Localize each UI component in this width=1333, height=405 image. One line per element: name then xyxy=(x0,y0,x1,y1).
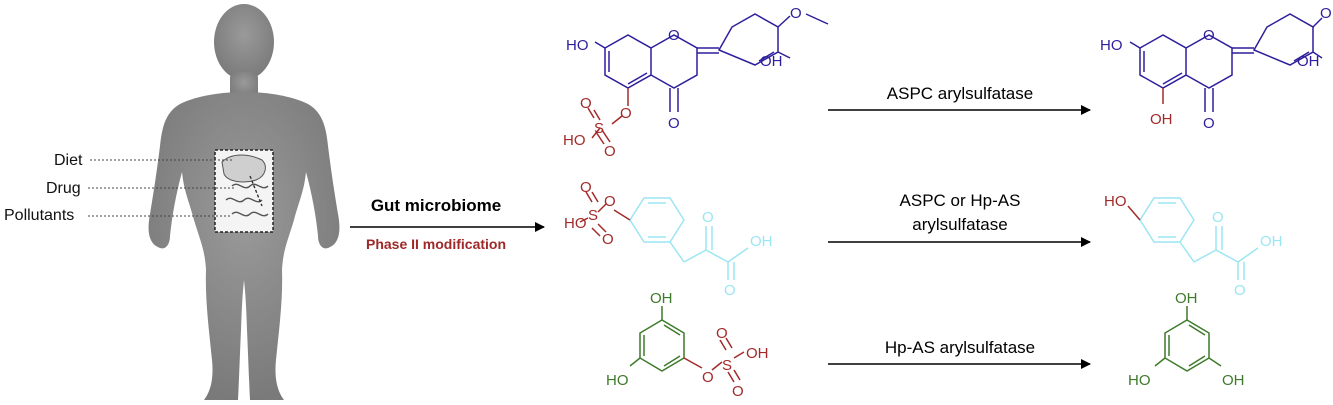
human-body-figure xyxy=(148,4,340,400)
svg-text:O: O xyxy=(702,369,714,386)
svg-text:O: O xyxy=(1203,27,1215,44)
molecule-sulfated-flavonoid-sulfate xyxy=(587,88,629,145)
molecule-1-atoms: HO O O O OH O S O O HO xyxy=(563,5,802,160)
molecule-2-product-atoms: HO O OH O xyxy=(1104,193,1283,299)
gut-microbiome-step: Gut microbiome Phase II modification xyxy=(350,196,545,252)
svg-text:O: O xyxy=(604,143,616,160)
enzyme-label-2a: ASPC or Hp-AS xyxy=(900,191,1021,210)
svg-text:OH: OH xyxy=(1222,372,1245,389)
svg-text:HO: HO xyxy=(566,37,589,54)
svg-text:OH: OH xyxy=(1260,233,1283,250)
molecule-sulfated-flavonoid xyxy=(594,13,829,112)
svg-text:OH: OH xyxy=(1175,290,1198,307)
svg-text:O: O xyxy=(620,105,632,122)
phase-ii-label: Phase II modification xyxy=(366,236,506,252)
svg-text:HO: HO xyxy=(606,372,629,389)
svg-text:O: O xyxy=(604,193,616,210)
svg-text:OH: OH xyxy=(760,53,783,70)
svg-text:OH: OH xyxy=(650,290,673,307)
molecule-phloroglucinol-product xyxy=(1154,306,1222,372)
label-diet: Diet xyxy=(54,152,83,169)
svg-text:O: O xyxy=(668,115,680,132)
svg-text:HO: HO xyxy=(564,215,587,232)
body-labels: Diet Drug Pollutants xyxy=(4,152,236,224)
molecule-1-product-atoms: HO O O O OH OH xyxy=(1100,5,1332,132)
svg-text:OH: OH xyxy=(1150,111,1173,128)
svg-text:O: O xyxy=(602,231,614,248)
gut-region-box xyxy=(214,149,274,233)
svg-text:O: O xyxy=(702,209,714,226)
svg-text:OH: OH xyxy=(746,345,769,362)
svg-text:S: S xyxy=(722,357,732,374)
molecule-3-product-atoms: OH HO OH xyxy=(1128,290,1245,389)
molecule-sulfated-phloroglucinol xyxy=(629,306,685,372)
svg-text:O: O xyxy=(580,95,592,112)
svg-text:O: O xyxy=(790,5,802,22)
molecule-flavonoid-product xyxy=(1129,13,1323,112)
svg-text:O: O xyxy=(1234,282,1246,299)
svg-text:O: O xyxy=(1320,5,1332,22)
molecule-sulfated-phenylpyruvate xyxy=(629,197,749,280)
molecule-2-sulfate xyxy=(579,191,631,237)
svg-text:OH: OH xyxy=(750,233,773,250)
svg-text:O: O xyxy=(580,179,592,196)
enzyme-label-1: ASPC arylsulfatase xyxy=(887,84,1033,103)
reaction-2: ASPC or Hp-AS arylsulfatase xyxy=(828,191,1091,247)
svg-text:S: S xyxy=(594,120,604,137)
svg-text:HO: HO xyxy=(563,132,586,149)
enzyme-label-3: Hp-AS arylsulfatase xyxy=(885,338,1035,357)
molecule-3-atoms: OH HO O S O O OH xyxy=(606,290,769,400)
molecule-3-sulfate xyxy=(683,337,745,383)
enzyme-label-2b: arylsulfatase xyxy=(912,215,1007,234)
svg-text:HO: HO xyxy=(1104,193,1127,210)
molecule-phenylpyruvate-product xyxy=(1139,197,1259,280)
svg-text:OH: OH xyxy=(1297,53,1320,70)
svg-text:O: O xyxy=(724,282,736,299)
svg-text:HO: HO xyxy=(1128,372,1151,389)
svg-text:O: O xyxy=(716,325,728,342)
reaction-1: ASPC arylsulfatase xyxy=(828,84,1091,115)
svg-text:O: O xyxy=(1203,115,1215,132)
molecule-2-atoms: O S O O HO O OH O xyxy=(564,179,773,299)
label-drug: Drug xyxy=(46,180,81,197)
svg-text:O: O xyxy=(732,383,744,400)
reaction-3: Hp-AS arylsulfatase xyxy=(828,338,1091,369)
label-pollutants: Pollutants xyxy=(4,207,74,224)
svg-text:HO: HO xyxy=(1100,37,1123,54)
gut-microbiome-label: Gut microbiome xyxy=(371,196,501,215)
molecule-2-product-oh xyxy=(1127,205,1141,221)
svg-text:O: O xyxy=(668,27,680,44)
svg-text:O: O xyxy=(1212,209,1224,226)
svg-text:S: S xyxy=(588,207,598,224)
